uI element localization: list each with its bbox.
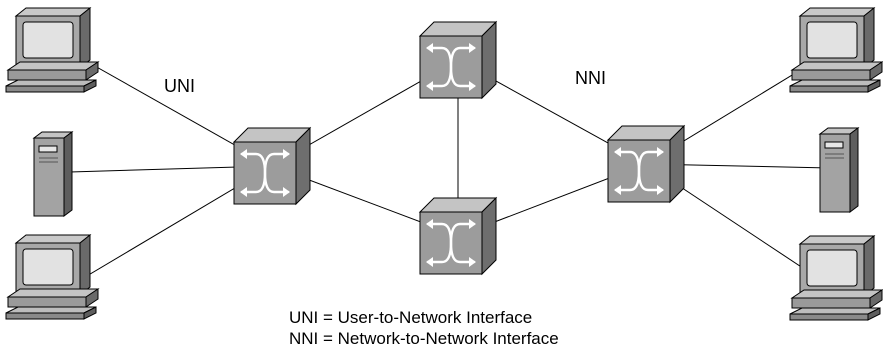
pc-left-top-workstation-icon: [5, 7, 99, 93]
uni-label: UNI: [164, 76, 195, 96]
nni-label: NNI: [575, 68, 606, 88]
pc-right-top-workstation-icon: [789, 7, 883, 93]
switch-top-atm-switch-icon: [418, 20, 498, 100]
switch-left-atm-switch-icon: [232, 126, 312, 206]
switch-bottom-atm-switch-icon: [418, 196, 498, 276]
switch-right-atm-switch-icon: [606, 124, 686, 204]
pc-right-bottom-workstation-icon: [789, 235, 883, 321]
legend-uni-definition: UNI = User-to-Network Interface: [289, 308, 533, 327]
server-left-server-icon: [33, 131, 73, 217]
devices-layer: [5, 7, 883, 321]
pc-left-bottom-workstation-icon: [5, 234, 99, 320]
server-right-server-icon: [819, 127, 859, 213]
legend-nni-definition: NNI = Network-to-Network Interface: [289, 329, 559, 348]
